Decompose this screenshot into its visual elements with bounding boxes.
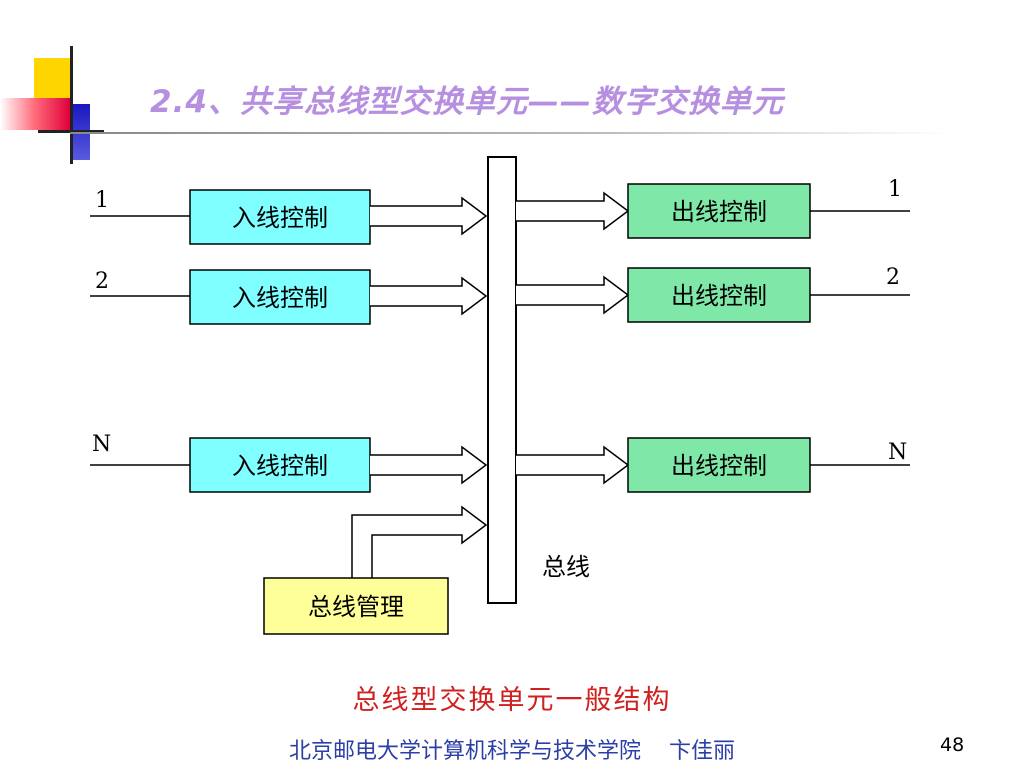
input-control-label: 入线控制: [232, 204, 328, 232]
bus-bar: [487, 156, 517, 604]
bus-manager-box: [263, 577, 449, 635]
output-control-label: 出线控制: [671, 198, 767, 226]
output-control-box: [627, 437, 811, 493]
title-underline: [70, 132, 950, 134]
figure-caption: 总线型交换单元一般结构: [352, 685, 672, 716]
output-port-label: N: [888, 440, 907, 465]
arrow-bus-to-output: [516, 445, 630, 485]
slide-title: 2.4、共享总线型交换单元——数字交换单元: [150, 84, 784, 120]
output-control-box: [627, 267, 811, 323]
logo-red-gradient: [0, 98, 70, 130]
arrow-input-to-bus: [370, 276, 488, 316]
output-port-label: 2: [886, 265, 900, 290]
output-port-label: 1: [888, 177, 902, 202]
input-control-box: [189, 437, 371, 493]
logo-horizontal-rule: [38, 130, 104, 133]
output-control-box: [627, 183, 811, 239]
output-control-label: 出线控制: [671, 282, 767, 310]
input-port-label: N: [92, 432, 111, 457]
output-control-label: 出线控制: [671, 452, 767, 480]
logo-yellow-square: [34, 58, 70, 102]
footer-text: 北京邮电大学计算机科学与技术学院 卞佳丽: [289, 739, 735, 764]
logo-vertical-rule: [70, 46, 73, 164]
input-port-label: 1: [95, 188, 109, 213]
arrow-bus-to-output: [516, 191, 630, 231]
bus-label: 总线: [542, 553, 590, 581]
input-control-box: [189, 269, 371, 325]
input-control-label: 入线控制: [232, 284, 328, 312]
arrow-input-to-bus: [370, 196, 488, 236]
input-port-label: 2: [95, 269, 109, 294]
bus-manager-label: 总线管理: [308, 593, 404, 621]
arrow-input-to-bus: [370, 445, 488, 485]
input-control-label: 入线控制: [232, 452, 328, 480]
page-number: 48: [940, 734, 965, 756]
arrow-bus-to-output: [516, 275, 630, 315]
arrow-manager-to-bus: [351, 505, 488, 578]
